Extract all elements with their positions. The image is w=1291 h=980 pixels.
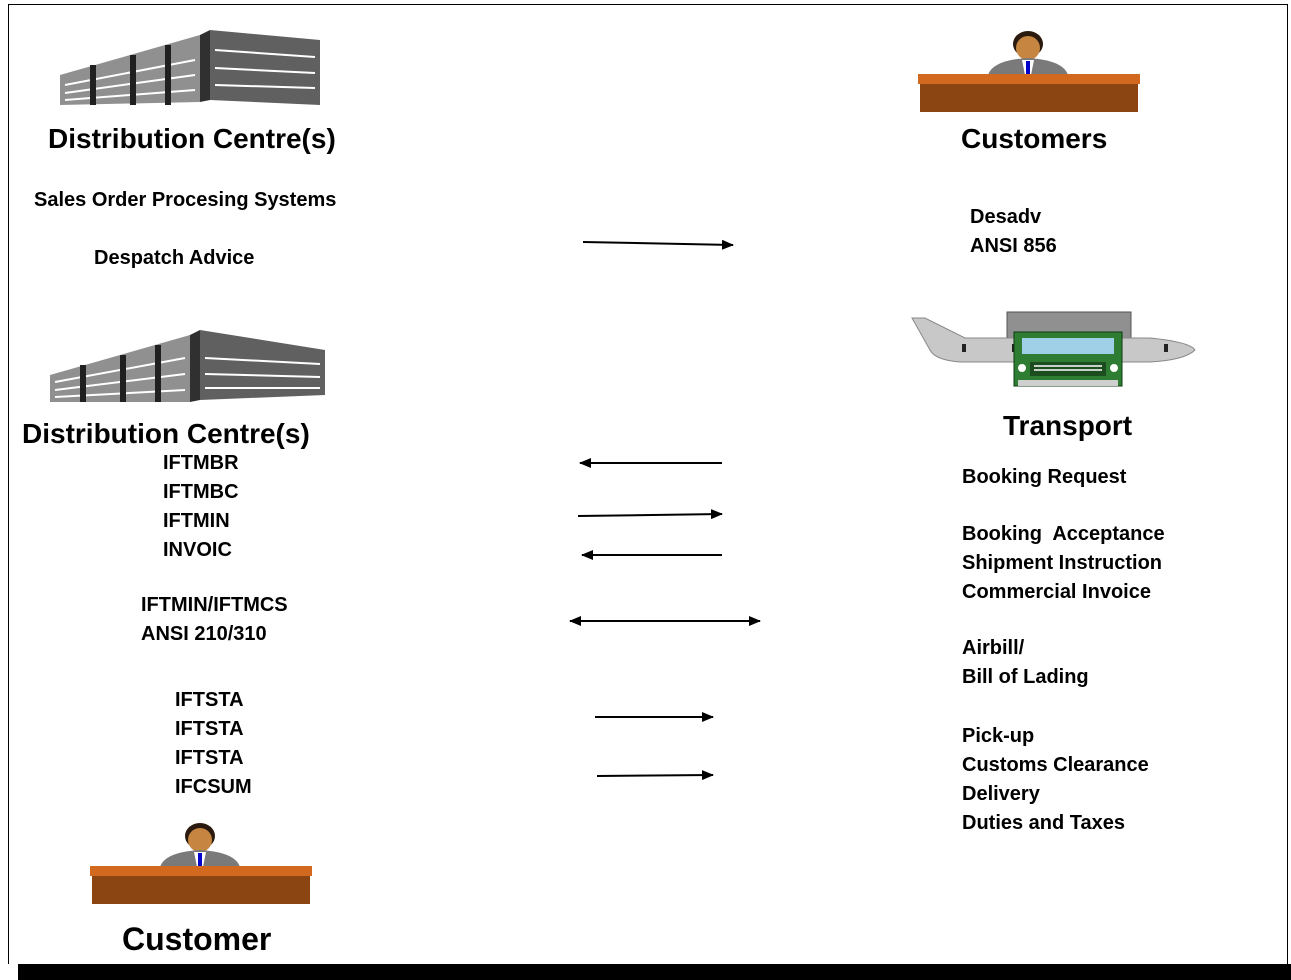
document-label: Booking Acceptance bbox=[962, 523, 1165, 545]
customer-title: Customer bbox=[122, 921, 272, 957]
arrow-ifcsum bbox=[596, 770, 714, 781]
document-label: Delivery bbox=[962, 783, 1040, 805]
bottom-bar bbox=[18, 964, 1291, 980]
message-label: ANSI 856 bbox=[970, 235, 1057, 257]
message-label: Desadv bbox=[970, 206, 1042, 228]
document-label: Duties and Taxes bbox=[962, 812, 1126, 834]
message-label: IFTSTA bbox=[175, 747, 244, 769]
person-at-desk-icon bbox=[918, 31, 1140, 112]
diagram-frame bbox=[8, 4, 1288, 964]
plane-truck-icon bbox=[911, 311, 1196, 387]
message-label: IFCSUM bbox=[175, 776, 252, 798]
person-at-desk-icon bbox=[90, 823, 312, 904]
message-group-1: IFTMBR IFTMBC IFTMIN INVOIC bbox=[163, 449, 239, 565]
message-label: ANSI 210/310 bbox=[141, 623, 267, 645]
message-label: IFTMBR bbox=[163, 452, 239, 474]
message-label: IFTSTA bbox=[175, 689, 244, 711]
distribution-centre-title: Distribution Centre(s) bbox=[48, 123, 336, 154]
document-label: Commercial Invoice bbox=[962, 581, 1151, 603]
message-label: INVOIC bbox=[163, 539, 232, 561]
document-group-3: Airbill/ Bill of Lading bbox=[962, 634, 1089, 692]
message-group-2: IFTMIN/IFTMCS ANSI 210/310 bbox=[141, 591, 288, 649]
document-label: Pick-up bbox=[962, 725, 1035, 747]
system-label: Sales Order Procesing Systems bbox=[34, 189, 337, 211]
message-label: IFTMIN bbox=[163, 510, 230, 532]
distribution-centre-title-2: Distribution Centre(s) bbox=[22, 418, 310, 449]
document-label: Shipment Instruction bbox=[962, 552, 1162, 574]
message-label: IFTMIN/IFTMCS bbox=[141, 594, 288, 616]
document-group-4: Pick-up Customs Clearance Delivery Dutie… bbox=[962, 722, 1149, 838]
transport-title: Transport bbox=[1003, 410, 1133, 441]
document-group-1: Booking Request bbox=[962, 463, 1126, 492]
arrow-despatch-advice bbox=[582, 239, 734, 250]
building-icon bbox=[50, 330, 325, 402]
customers-messages: Desadv ANSI 856 bbox=[970, 203, 1057, 261]
document-label: Customs Clearance bbox=[962, 754, 1149, 776]
message-label: IFTSTA bbox=[175, 718, 244, 740]
document-group-2: Booking Acceptance Shipment Instruction … bbox=[962, 520, 1165, 607]
message-group-3: IFTSTA IFTSTA IFTSTA IFCSUM bbox=[175, 686, 252, 802]
document-label: Despatch Advice bbox=[94, 247, 255, 269]
document-label: Bill of Lading bbox=[962, 666, 1089, 688]
building-icon bbox=[60, 30, 320, 105]
document-label: Airbill/ bbox=[962, 637, 1025, 659]
arrow-iftmbc bbox=[577, 509, 723, 520]
message-label: IFTMBC bbox=[163, 481, 239, 503]
arrows bbox=[569, 239, 761, 781]
customers-title: Customers bbox=[961, 123, 1108, 154]
document-label: Booking Request bbox=[962, 466, 1127, 488]
